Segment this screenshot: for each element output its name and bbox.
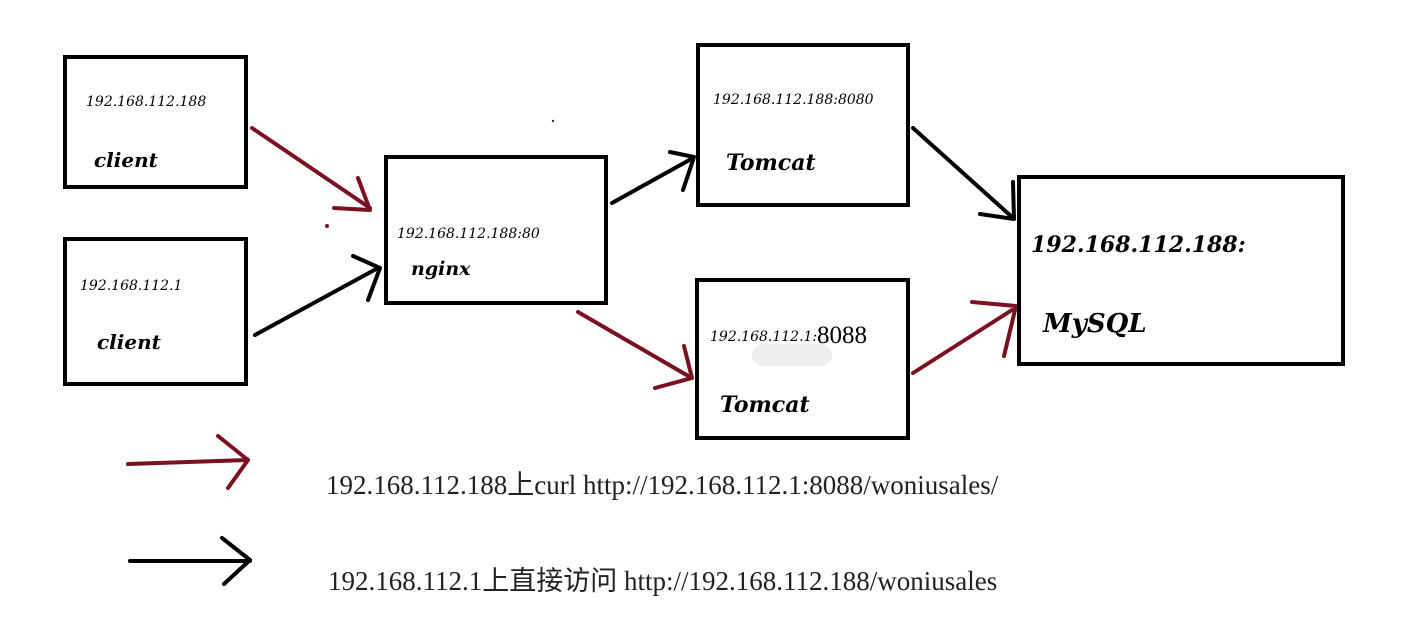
stray-dot [325, 224, 329, 228]
legend-black-arrow-icon [128, 536, 252, 586]
arrow-client1-to-nginx [250, 126, 372, 212]
nginx-box [384, 155, 608, 305]
mysql-box [1017, 175, 1345, 366]
client1-box [63, 55, 248, 189]
mysql-label: MySQL [1043, 309, 1147, 339]
client1-label: client [94, 148, 158, 172]
tomcat2-label: Tomcat [720, 392, 810, 418]
arrow-client2-to-nginx [253, 254, 382, 337]
erased-highlight [752, 344, 832, 366]
tomcat2-ip: 192.168.112.1: [710, 329, 818, 345]
arrow-tomcat2-to-mysql [911, 300, 1018, 375]
client2-ip: 192.168.112.1 [80, 278, 183, 294]
legend-black-text: 192.168.112.1上直接访问 http://192.168.112.18… [328, 566, 998, 596]
nginx-label: nginx [411, 258, 471, 280]
client2-label: client [97, 330, 161, 354]
arrow-nginx-to-tomcat1 [610, 150, 696, 205]
tomcat1-label: Tomcat [726, 150, 816, 176]
client1-ip: 192.168.112.188 [86, 94, 207, 110]
client2-box [63, 237, 248, 386]
legend-red-text: 192.168.112.188上curl http://192.168.112.… [326, 470, 999, 500]
legend-red-arrow-icon [126, 434, 250, 490]
nginx-ip: 192.168.112.188:80 [397, 226, 540, 242]
mysql-ip: 192.168.112.188: [1031, 232, 1246, 258]
stray-speck [551, 119, 555, 123]
arrow-nginx-to-tomcat2 [576, 310, 694, 390]
tomcat1-ip: 192.168.112.188:8080 [713, 92, 874, 108]
arrow-tomcat1-to-mysql [911, 126, 1016, 221]
tomcat1-box [696, 43, 910, 207]
tomcat2-port: 8088 [817, 322, 867, 349]
